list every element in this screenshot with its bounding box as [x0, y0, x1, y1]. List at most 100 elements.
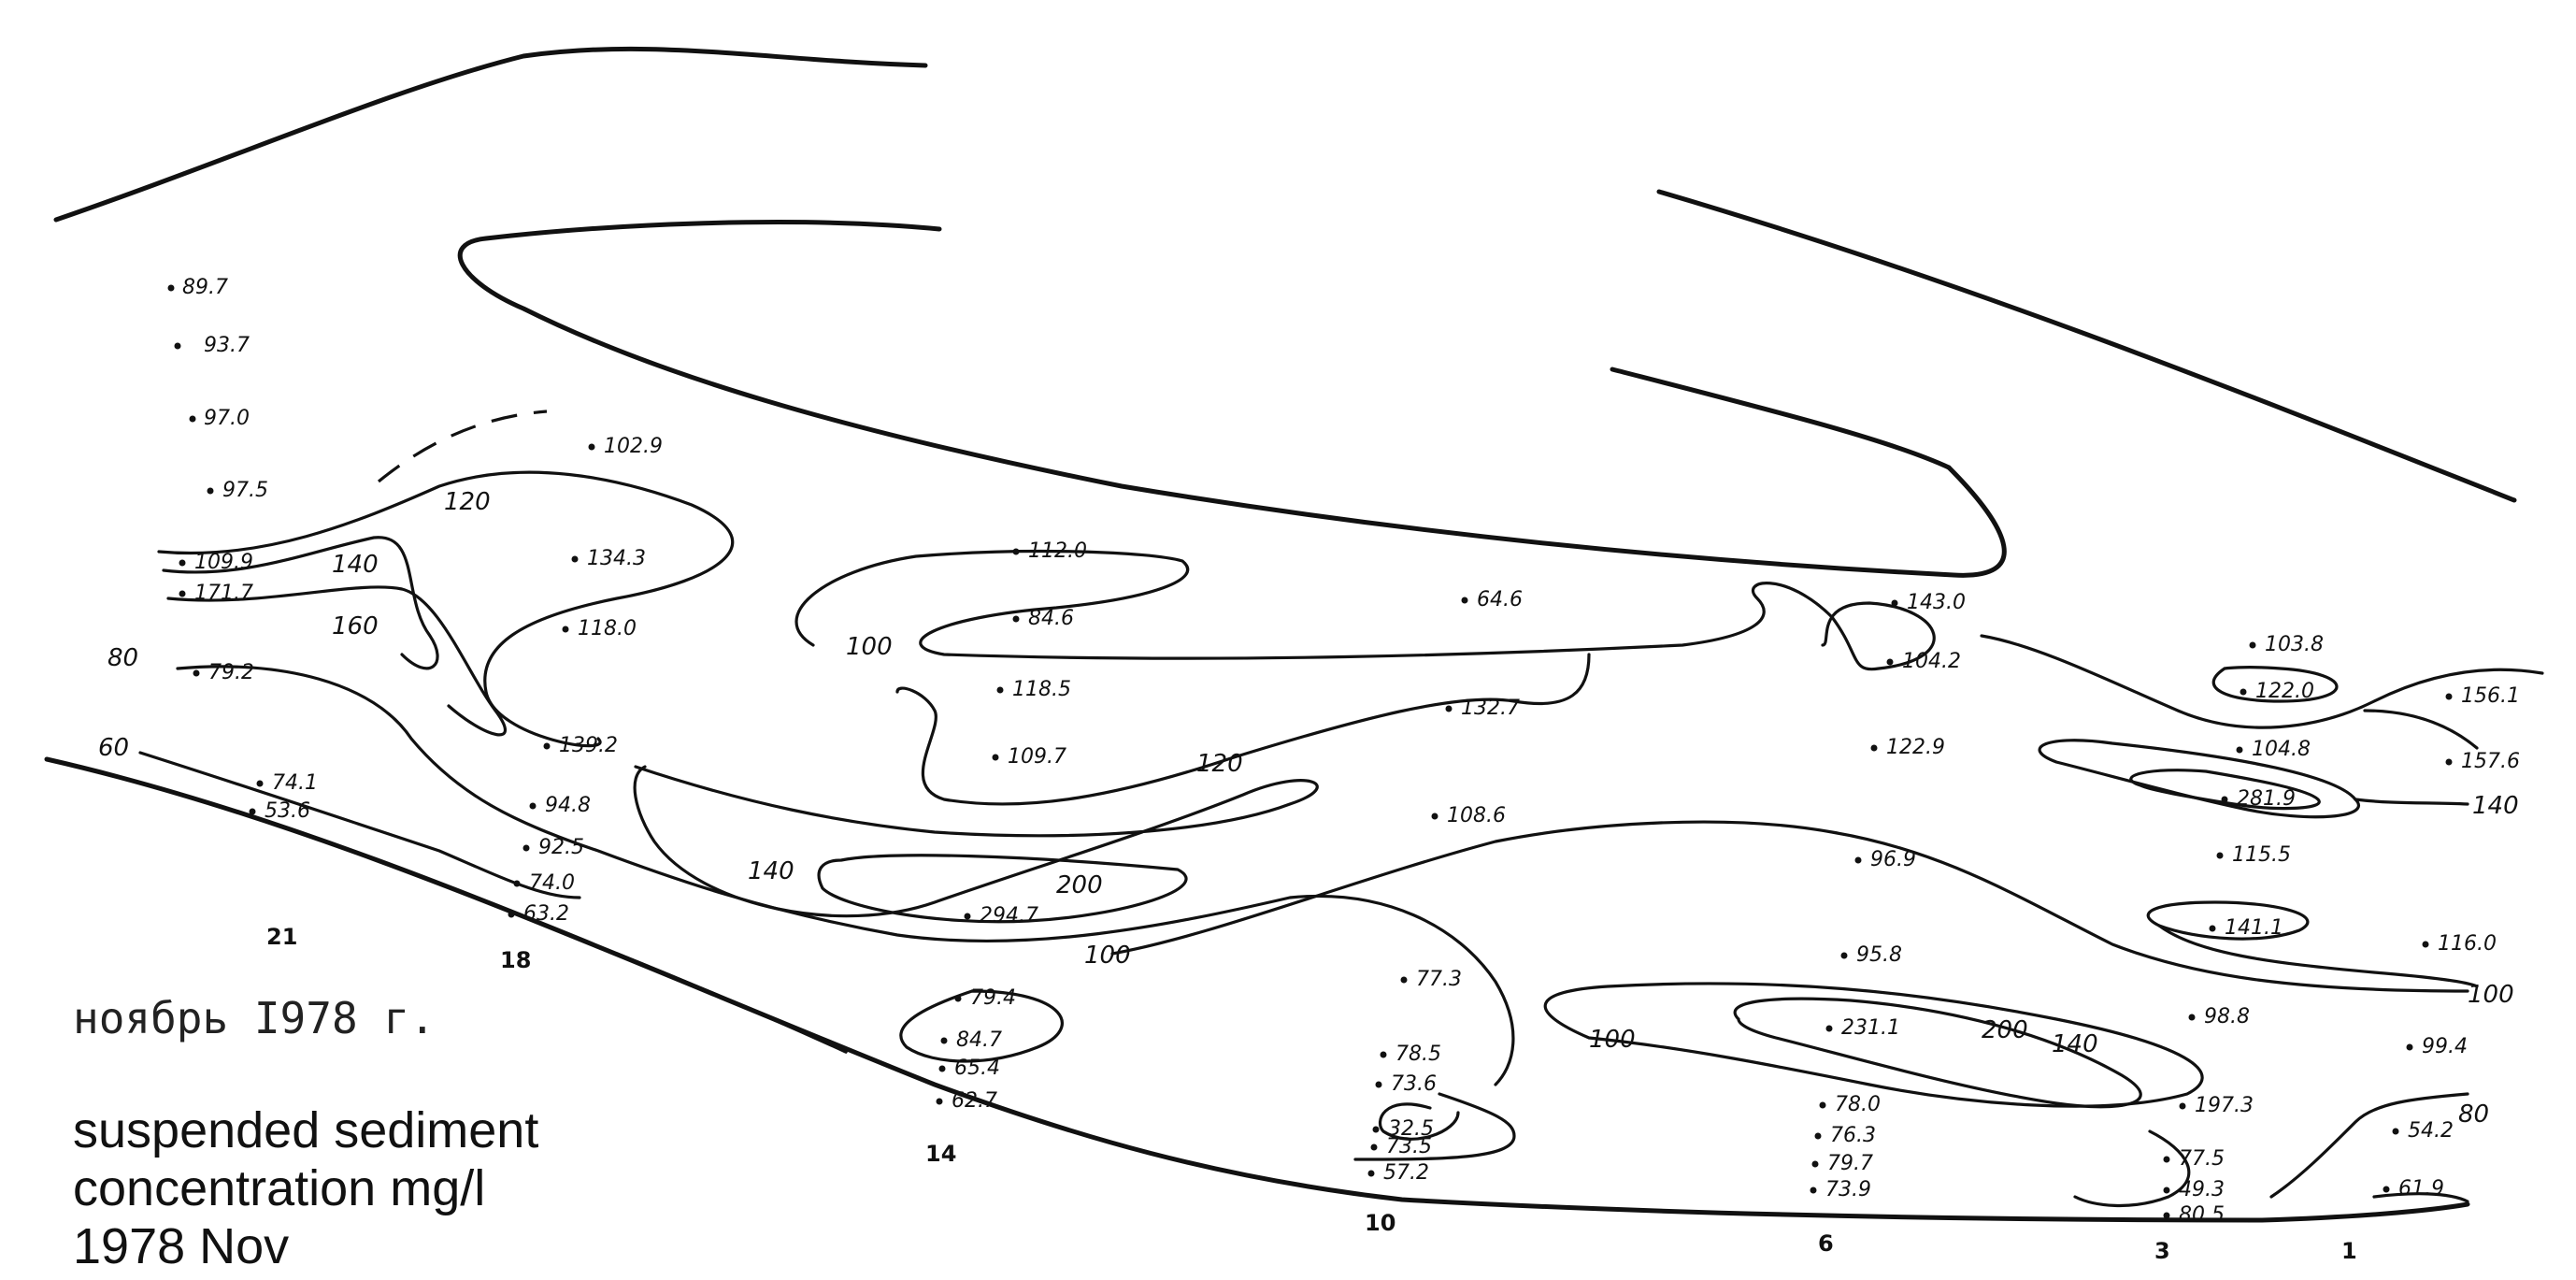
- isoline-100-south: [1110, 820, 2469, 993]
- measurement-point: 57.2: [1367, 1161, 1429, 1185]
- svg-text:108.6: 108.6: [1447, 804, 1506, 827]
- measurement-point: 122.9: [1870, 736, 1945, 759]
- svg-text:78.0: 78.0: [1835, 1093, 1881, 1116]
- measurement-point: 156.1: [2445, 684, 2520, 708]
- english-caption-line: suspended sediment: [73, 1102, 539, 1158]
- isoline-label: 80: [107, 644, 138, 672]
- isoline-80-far-east: [2269, 1092, 2469, 1199]
- coastline-east-upper: [1656, 189, 2517, 503]
- isoline-dashed: [377, 410, 548, 483]
- measurement-point: 109.7: [992, 745, 1066, 769]
- svg-text:118.5: 118.5: [1012, 678, 1071, 701]
- isoline-label: 120: [444, 488, 491, 516]
- measurement-point: 84.7: [940, 1028, 1002, 1052]
- measurement-point: 99.4: [2406, 1035, 2468, 1058]
- russian-caption: ноябрь I978 г.: [73, 993, 436, 1043]
- measurement-point: 139.2: [543, 734, 618, 757]
- measurement-point: 102.9: [588, 435, 663, 458]
- english-caption-line: concentration mg/l: [73, 1160, 486, 1216]
- measurement-point: 281.9: [2221, 787, 2296, 811]
- shore-stretch: [615, 952, 848, 1054]
- measurement-point: 77.5: [2163, 1147, 2225, 1171]
- svg-text:157.6: 157.6: [2461, 750, 2520, 773]
- svg-text:112.0: 112.0: [1028, 539, 1087, 563]
- station-number: 6: [1818, 1230, 1834, 1257]
- measurement-point: 112.0: [1012, 539, 1087, 563]
- svg-text:54.2: 54.2: [2408, 1119, 2454, 1143]
- measurement-point: 63.2: [508, 902, 569, 926]
- svg-text:104.2: 104.2: [1902, 650, 1961, 673]
- svg-text:143.0: 143.0: [1907, 591, 1966, 614]
- measurement-point: 294.7: [964, 904, 1038, 928]
- coastline-north: [53, 46, 928, 223]
- svg-text:103.8: 103.8: [2265, 633, 2324, 656]
- svg-text:104.8: 104.8: [2252, 738, 2311, 761]
- isoline-label: 140: [2052, 1030, 2098, 1058]
- station-number: 21: [266, 924, 297, 950]
- station-number: 1: [2341, 1238, 2357, 1264]
- measurement-point: 231.1: [1825, 1016, 1900, 1040]
- svg-text:231.1: 231.1: [1841, 1016, 1900, 1040]
- svg-text:84.7: 84.7: [956, 1028, 1002, 1052]
- svg-text:73.6: 73.6: [1391, 1072, 1437, 1096]
- isoline-east-strand: [2363, 709, 2479, 750]
- isoline-label: 100: [2468, 981, 2514, 1009]
- coastline-east-lower: [1610, 367, 1952, 470]
- measurement-point: 77.3: [1400, 968, 1462, 991]
- isoline-label: 100: [1084, 942, 1131, 970]
- isoline-label: 140: [748, 857, 794, 885]
- measurement-point: 79.4: [954, 986, 1016, 1010]
- station-number: 3: [2154, 1238, 2170, 1264]
- measurement-point: 65.4: [938, 1057, 1000, 1080]
- svg-text:122.0: 122.0: [2255, 680, 2314, 703]
- measurement-point: 78.5: [1380, 1043, 1441, 1066]
- measurement-point: 74.1: [256, 771, 318, 795]
- isoline-140-west: [162, 536, 439, 670]
- svg-text:141.1: 141.1: [2225, 916, 2283, 940]
- measurement-point: 64.6: [1461, 588, 1523, 611]
- svg-text:74.0: 74.0: [529, 871, 575, 895]
- isoline-100-east: [2157, 924, 2479, 988]
- measurement-point: 84.6: [1012, 607, 1074, 630]
- svg-text:115.5: 115.5: [2232, 843, 2291, 867]
- isoline-south-east: [2073, 1129, 2191, 1208]
- measurement-point: 157.6: [2445, 750, 2520, 773]
- measurement-point: 98.8: [2188, 1005, 2250, 1028]
- isoline-south-lobe: [1378, 1102, 1460, 1141]
- measurement-point: 122.0: [2240, 680, 2314, 703]
- measurement-point: 94.8: [529, 794, 591, 817]
- measurement-point: 132.7: [1445, 697, 1520, 720]
- isoline-80-east: [1353, 1092, 1516, 1161]
- isoline-200-central: [817, 854, 1188, 924]
- svg-text:32.5: 32.5: [1388, 1117, 1434, 1141]
- svg-text:49.3: 49.3: [2179, 1178, 2225, 1201]
- measurement-point: 97.5: [207, 479, 268, 502]
- isoline-60-west: [138, 751, 581, 899]
- isoline-label: 100: [846, 633, 893, 661]
- svg-text:171.7: 171.7: [194, 582, 253, 605]
- measurement-point: 89.7: [167, 276, 228, 299]
- station-number: 14: [925, 1141, 956, 1167]
- isoline-label: 80: [2458, 1100, 2489, 1129]
- svg-text:99.4: 99.4: [2422, 1035, 2468, 1058]
- svg-text:139.2: 139.2: [559, 734, 618, 757]
- measurement-point: 95.8: [1840, 943, 1902, 967]
- isoline-east-small: [2146, 900, 2310, 941]
- svg-text:76.3: 76.3: [1830, 1124, 1876, 1147]
- measurement-point: 134.3: [571, 547, 646, 570]
- svg-text:89.7: 89.7: [182, 276, 228, 299]
- measurement-point: 116.0: [2422, 932, 2497, 956]
- measurement-point: 79.2: [193, 661, 254, 684]
- isoline-label: 200: [1056, 871, 1103, 899]
- svg-text:97.0: 97.0: [204, 407, 250, 430]
- svg-text:96.9: 96.9: [1870, 848, 1916, 871]
- isoline-100-east-inner: [1543, 982, 2204, 1108]
- measurement-point: 32.5: [1372, 1117, 1434, 1141]
- isoline-80-west: [176, 665, 1515, 1086]
- svg-text:77.3: 77.3: [1416, 968, 1462, 991]
- station-number: 10: [1365, 1210, 1395, 1236]
- measurement-point: 54.2: [2392, 1119, 2454, 1143]
- isoline-far-east-small: [2372, 1192, 2469, 1203]
- island-shoreline: [457, 220, 2007, 578]
